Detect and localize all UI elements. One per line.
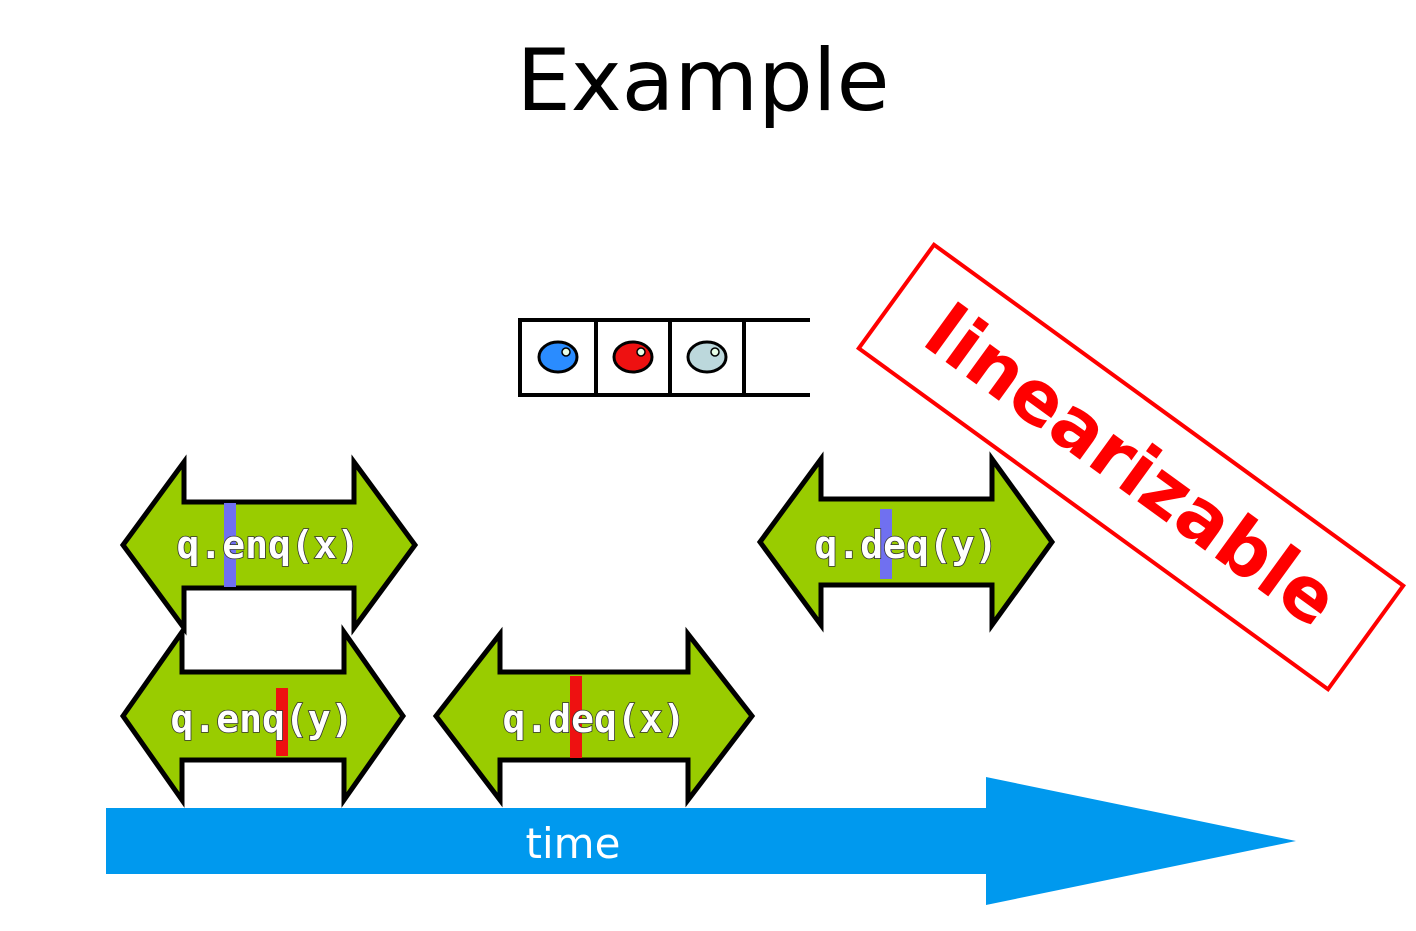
interval-arrow [119,454,419,636]
interval-arrow [432,626,756,808]
pale-item [686,340,728,374]
time-arrow [106,777,1296,905]
linearization-marker [880,509,892,579]
time-label: time [526,819,621,868]
operation-label: q.deq(x) [502,697,685,741]
ball-highlight [561,347,571,357]
red-item [612,340,654,374]
operation-enq-y: q.enq(y) [119,624,407,808]
queue [518,318,810,397]
operation-label: q.deq(y) [814,523,997,567]
blue-item [537,340,579,374]
stamp-border [855,241,1407,693]
interval-arrow [119,624,407,808]
ball-highlight [636,347,646,357]
ball [537,340,579,374]
operation-enq-x: q.enq(x) [119,454,419,636]
operation-deq-x: q.deq(x) [432,626,756,808]
interval-arrow [756,451,1056,633]
stamp-text: linearizable [909,288,1353,644]
queue-outline [518,318,810,397]
operation-deq-y: q.deq(y) [756,451,1056,633]
operation-label: q.enq(y) [170,697,353,741]
ball [612,340,654,374]
operation-label: q.enq(x) [176,523,359,567]
slide-title: Example [516,31,889,131]
ball [686,340,728,374]
linearization-marker [570,676,582,758]
linearization-marker [224,503,236,587]
ball-highlight [710,347,720,357]
time-axis: time [106,777,1296,905]
linearization-marker [276,688,288,756]
linearizable-stamp: linearizable [855,241,1407,693]
